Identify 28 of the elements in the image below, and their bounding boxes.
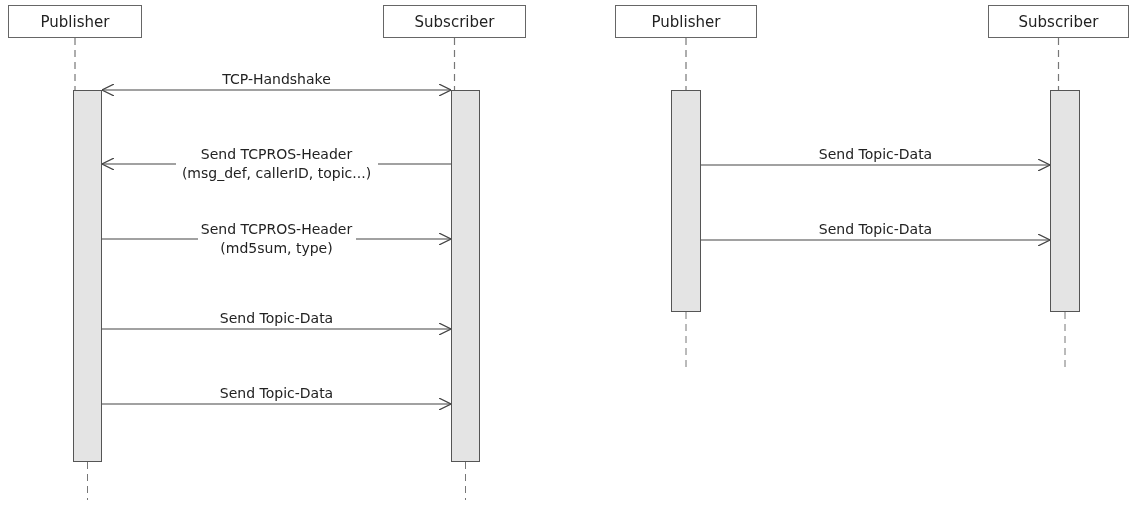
edge-label: Send Topic-Data: [218, 309, 335, 328]
message-arrow: [101, 83, 452, 97]
lifeline: [685, 37, 687, 91]
message-arrow: [700, 233, 1051, 247]
participant-box: [615, 5, 757, 38]
message-arrow: [101, 322, 452, 336]
edge-label: Send TCPROS-Header (msg_def, callerID, topic...): [175, 145, 378, 183]
message-arrow: [700, 158, 1051, 172]
edge-label: Send Topic-Data: [817, 220, 934, 239]
message-arrow: [101, 397, 452, 411]
activation-bar: [451, 90, 480, 462]
lifeline: [1057, 37, 1060, 91]
edge-label: Send Topic-Data: [218, 384, 335, 403]
participant-box: [383, 5, 526, 38]
participant-name: Publisher: [40, 12, 110, 31]
edge-label: TCP-Handshake: [221, 70, 332, 89]
activation-bar: [1050, 90, 1080, 312]
participant-name: Subscriber: [414, 12, 495, 31]
activation-bar: [671, 90, 701, 312]
lifeline: [453, 37, 456, 91]
edge-label: Send Topic-Data: [817, 145, 934, 164]
participant-box: [8, 5, 142, 38]
edge-label: Send TCPROS-Header (md5sum, type): [197, 220, 356, 258]
participant-box: [988, 5, 1129, 38]
participant-name: Subscriber: [1018, 12, 1099, 31]
participant-name: Publisher: [651, 12, 721, 31]
activation-bar: [73, 90, 102, 462]
lifeline: [74, 37, 76, 91]
